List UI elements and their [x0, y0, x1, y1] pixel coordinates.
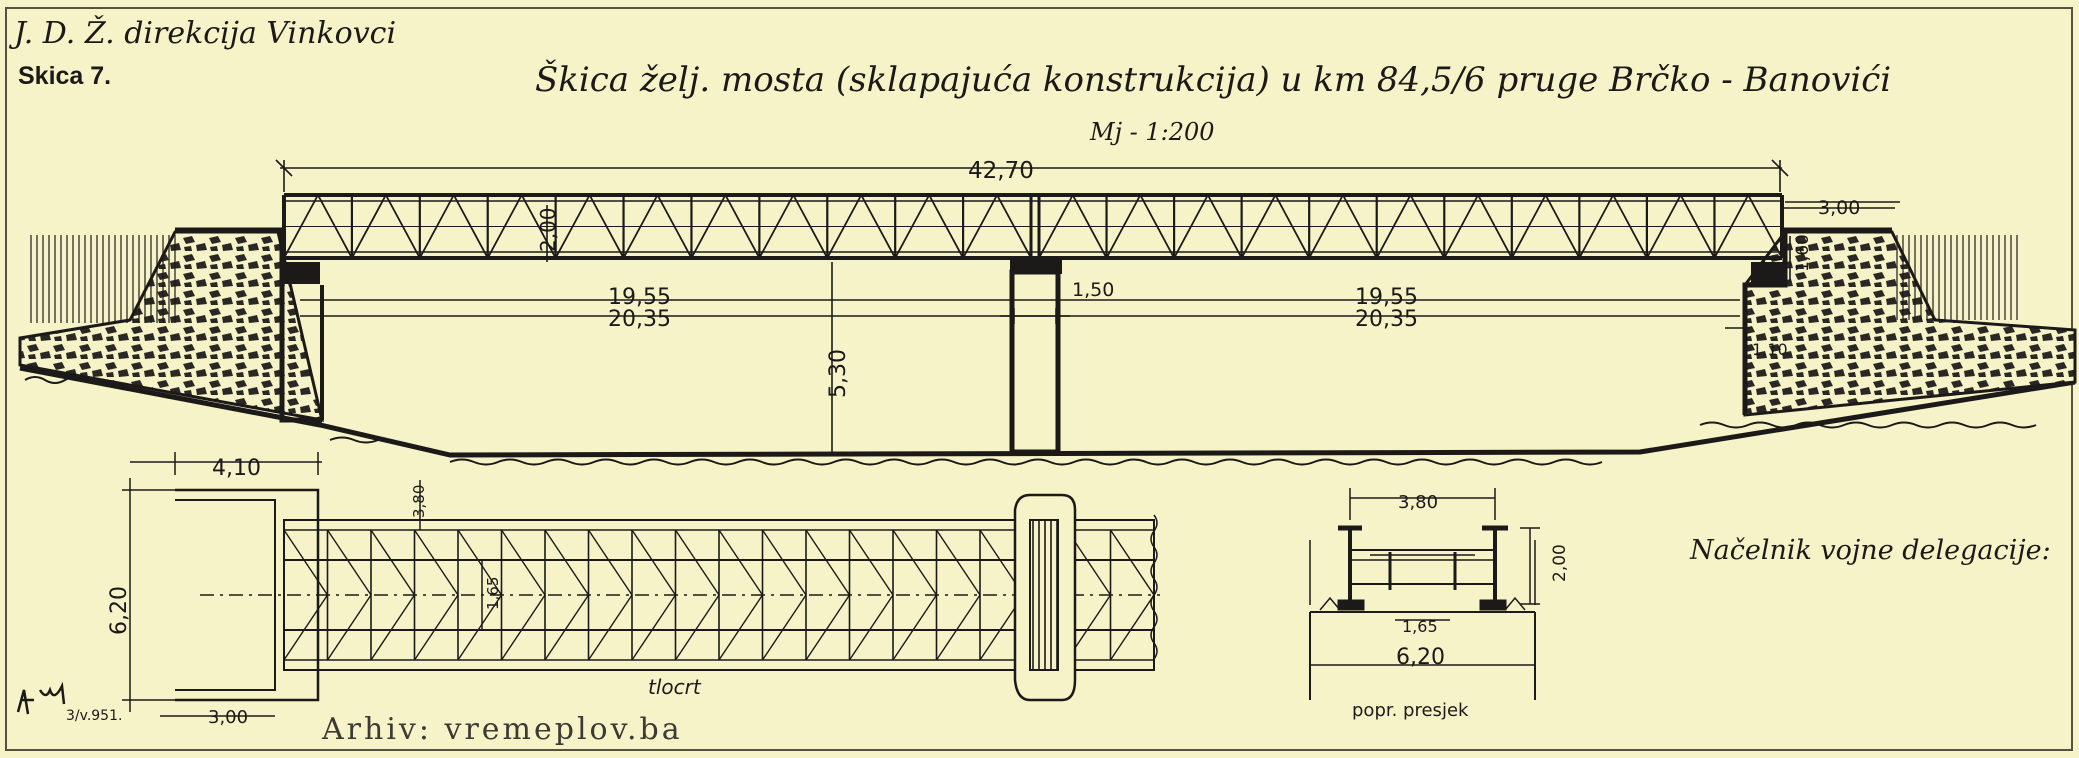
cross-section [1309, 488, 1540, 700]
dim-abutment-offset: 3,00 [208, 707, 248, 728]
signature-date: 3/v.951. [66, 708, 123, 724]
dim-inner-width: 1,65 [484, 577, 502, 610]
dim-cs-base-width: 6,20 [1396, 645, 1445, 670]
left-abutment [175, 227, 322, 423]
archive-watermark: Arhiv: vremeplov.ba [322, 712, 683, 747]
dim-clear-height: 5,30 [826, 349, 851, 398]
dim-total-span: 42,70 [968, 158, 1034, 184]
dim-abutment-depth-b: 1,10 [1752, 340, 1788, 359]
organization-label: J. D. Ž. direkcija Vinkovci [14, 16, 397, 51]
signature-label: Načelnik vojne delegacije: [1690, 535, 2051, 566]
elevation-dimensions [275, 159, 1900, 452]
dim-truss-height: 2,00 [536, 207, 560, 252]
plan-label: tlocrt [648, 675, 702, 699]
elevation-dim-labels: 42,70 2,00 19,55 20,35 19,55 20,35 1,50 … [536, 158, 1860, 398]
truss-span [282, 193, 1784, 260]
scale-label: Mj - 1:200 [1090, 118, 1215, 146]
plan-view [122, 452, 1160, 717]
dim-abutment-top: 3,00 [1818, 197, 1860, 219]
drawing-title: Škica želj. mosta (sklapajuća konstrukci… [535, 60, 1892, 100]
right-backfill [1892, 235, 2022, 320]
dim-abutment-width: 6,20 [107, 586, 132, 635]
dim-right-full: 20,35 [1355, 307, 1418, 332]
sketch-number: Skica 7. [18, 62, 112, 90]
dim-cs-top-width: 3,80 [1398, 492, 1438, 513]
dim-cs-gauge: 1,65 [1402, 617, 1438, 636]
dim-left-full: 20,35 [608, 307, 671, 332]
central-pier [1009, 260, 1062, 455]
dim-cs-height: 2,00 [1550, 544, 1570, 582]
terrain [19, 365, 2076, 466]
dim-pier-width: 1,50 [1072, 279, 1114, 301]
cross-section-labels: 3,80 2,00 1,65 6,20 popr. presjek [1352, 492, 1570, 721]
left-backfill [28, 235, 178, 323]
dim-deck-width: 3,80 [410, 485, 428, 518]
dim-right-clear: 19,55 [1355, 285, 1418, 310]
right-bearing [1751, 262, 1785, 284]
dim-abutment-length: 4,10 [212, 456, 261, 481]
plan-dim-labels: 4,10 6,20 3,00 3,80 1,65 tlocrt [107, 456, 702, 728]
cross-section-label: popr. presjek [1352, 700, 1469, 721]
left-bearing [284, 262, 320, 284]
dim-abutment-depth-a: 1,60 [1793, 234, 1813, 272]
dim-left-clear: 19,55 [608, 285, 671, 310]
signature-scribble [16, 681, 66, 715]
